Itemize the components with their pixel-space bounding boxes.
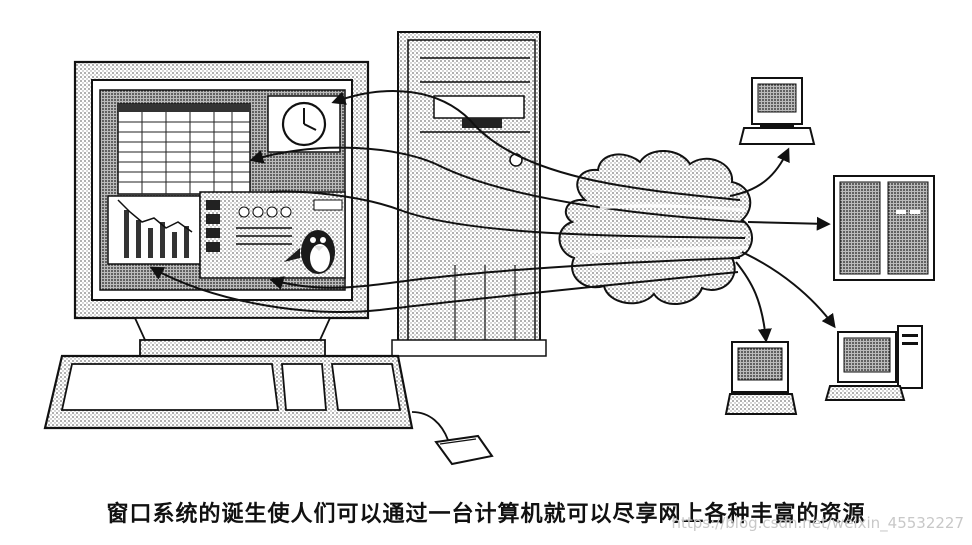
rack-server-icon [833,175,935,281]
spreadsheet-window [117,103,251,195]
data-streams [149,90,746,313]
keyboard-icon [43,354,414,430]
terminal-icon [724,341,798,415]
terminal-icon [824,325,923,401]
clock-icon [267,95,341,153]
data-streams-highlight [589,204,749,254]
penguin-icon [284,230,335,274]
bar-chart-window [107,195,201,265]
terminal-icon [738,77,816,145]
figure-caption: 窗口系统的诞生使人们可以通过一台计算机就可以尽享网上各种丰富的资源 [106,502,866,527]
mouse-icon [411,411,494,466]
network-arrows [729,147,836,343]
watermark-text: https://blog.csdn.net/weixin_45532227 [671,514,964,532]
